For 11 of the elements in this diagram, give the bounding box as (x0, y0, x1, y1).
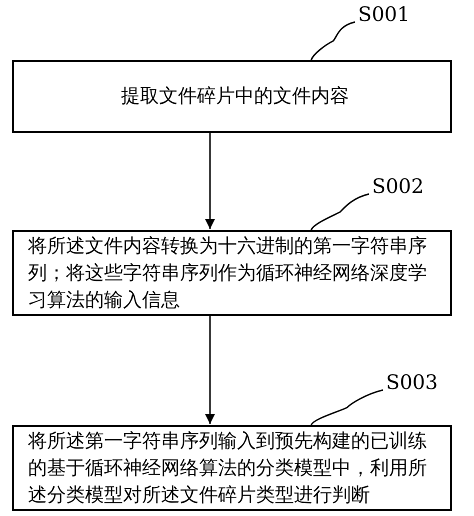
arrow (205, 133, 215, 229)
process-box: 将所述第一字符串序列输入到预先构建的已训练的基于循环神经网络算法的分类模型中，利用所述分类模型对所述文件碎片类型进行判断 (12, 425, 452, 511)
step-label: S002 (372, 174, 424, 198)
leader-line (310, 21, 356, 60)
step-label: S003 (386, 370, 438, 394)
process-box: 提取文件碎片中的文件内容 (12, 60, 452, 133)
step-label: S001 (358, 2, 410, 26)
leader-line (310, 193, 370, 230)
arrow (205, 316, 215, 424)
process-box: 将所述文件内容转换为十六进制的第一字符串序列；将这些字符串序列作为循环神经网络深度学习算法的输入信息 (12, 230, 452, 316)
leader-line (310, 389, 384, 426)
